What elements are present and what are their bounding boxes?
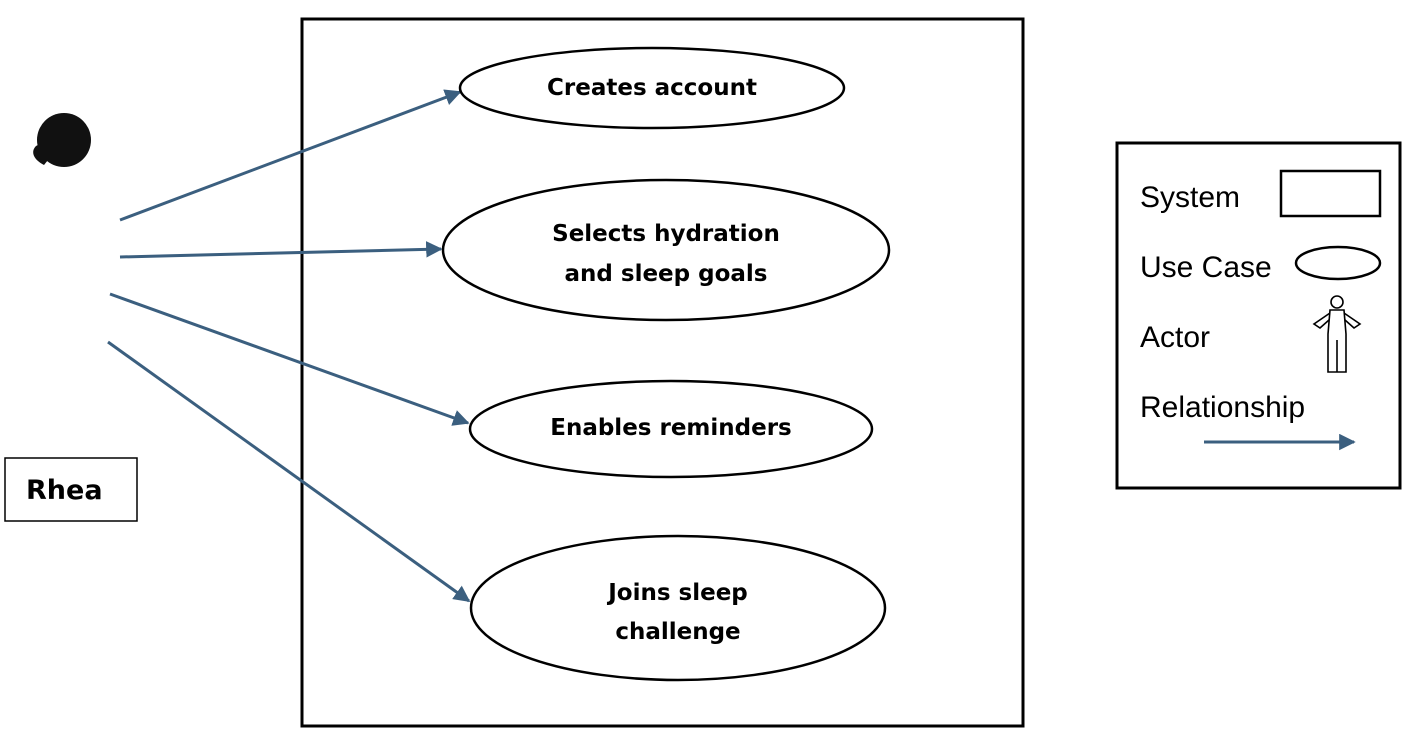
actor-name-box [4, 457, 138, 522]
arrow-to-joins-challenge [107, 340, 471, 603]
system-boundary [300, 17, 1025, 728]
arrow-to-creates-account [119, 89, 462, 222]
use-case-ellipse [468, 379, 874, 479]
relationship-arrows [107, 89, 471, 603]
use-case-ellipse [441, 178, 891, 322]
legend-relationship-label: Relationship [1140, 391, 1305, 424]
actor-name: Rhea [26, 475, 103, 506]
use-case-label: Creates account [547, 75, 757, 101]
legend-actor-icon [1312, 295, 1362, 373]
use-case-label-line-1: Joins sleep [606, 580, 748, 606]
use-case-select-goals: Selects hydration and sleep goals [441, 178, 891, 322]
legend-system-symbol [1279, 169, 1382, 218]
legend: System Use Case Actor Relationship [1115, 141, 1402, 490]
use-case-enable-reminders: Enables reminders [468, 379, 874, 479]
legend-system-label: System [1140, 181, 1240, 214]
legend-use-case-label: Use Case [1140, 251, 1272, 284]
actor-figure [33, 113, 91, 167]
arrow-to-enables-reminders [109, 292, 470, 426]
legend-use-case-symbol [1294, 245, 1382, 281]
use-case-join-challenge: Joins sleep challenge [469, 534, 887, 682]
use-case-label: Enables reminders [550, 415, 792, 441]
use-case-label-line-2: and sleep goals [565, 261, 768, 287]
use-case-ellipse [469, 534, 887, 682]
use-case-ellipse [458, 46, 846, 130]
use-case-create-account: Creates account [458, 46, 846, 130]
use-case-label-line-1: Selects hydration [552, 221, 780, 247]
use-case-label-line-2: challenge [615, 619, 740, 645]
legend-actor-label: Actor [1140, 321, 1210, 354]
arrow-to-selects-goals [119, 241, 443, 259]
